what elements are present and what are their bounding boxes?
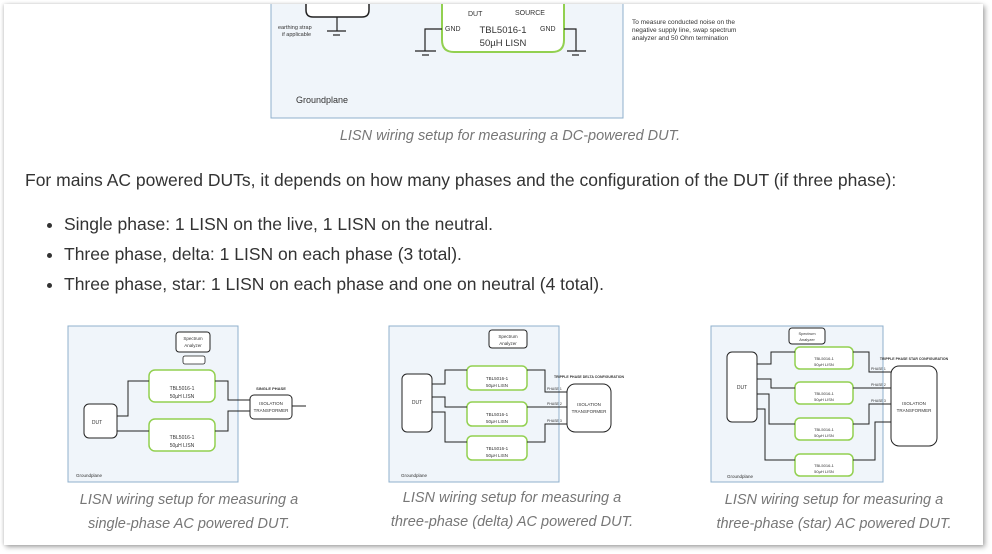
phase-3-label: PHASE 3 [871, 399, 886, 403]
caption-line-1: LISN wiring setup for measuring a [79, 492, 299, 508]
groundplane-label: Groundplane [727, 474, 754, 479]
spectrum-label: Spectrum [183, 336, 203, 341]
lisn-value: 50µH LISN [486, 453, 508, 458]
spectrum-analyzer-box [788, 327, 826, 345]
lisn-model: TBL5016-1 [486, 376, 509, 381]
diagram-title: TRIPPLE PHASE STAR CONFIGURATION [880, 357, 949, 361]
dut-label: DUT [737, 385, 747, 391]
lisn-value: 50µH LISN [480, 38, 527, 49]
earthing-label: earthing strap [278, 25, 312, 31]
star-caption: LISN wiring setup for measuring a three-… [684, 488, 983, 536]
spectrum-analyzer-box [488, 329, 528, 349]
transformer-label: TRANSFORMER [572, 409, 608, 414]
dut-box [401, 373, 433, 433]
analyzer-label: Analyzer [499, 341, 517, 346]
lisn-model: TBL5016-1 [814, 427, 835, 432]
note-line-1: To measure conducted noise on the [632, 19, 735, 26]
dut-box [83, 403, 118, 439]
dc-figure-caption: LISN wiring setup for measuring a DC-pow… [339, 128, 681, 144]
lisn-dut-label: DUT [468, 11, 483, 18]
star-diagram: Spectrum Analyzer TBL5016-1 50µH LISN TB… [709, 324, 969, 486]
lisn-gnd-left: GND [445, 26, 461, 33]
spectrum-label: Spectrum [798, 331, 816, 336]
phase-1-label: PHASE 1 [871, 367, 886, 371]
isolation-label: ISOLATION [259, 401, 283, 406]
lisn-value: 50µH LISN [486, 419, 508, 424]
caption-line-1: LISN wiring setup for measuring a [724, 492, 944, 508]
phase-2-label: PHASE 2 [547, 402, 562, 406]
lisn-value: 50µH LISN [170, 443, 195, 449]
groundplane-area [67, 325, 239, 483]
lisn-source-label: SOURCE [515, 10, 545, 17]
lisn-value: 50µH LISN [814, 397, 834, 402]
lisn-gnd-right: GND [540, 26, 556, 33]
lisn-model: TBL5016-1 [486, 412, 509, 417]
lisn-value: 50µH LISN [170, 394, 195, 400]
mains-ac-paragraph: For mains AC powered DUTs, it depends on… [25, 170, 897, 190]
lisn-model: TBL5016-1 [479, 25, 526, 36]
isolation-label: ISOLATION [902, 401, 926, 406]
groundplane-label: Groundplane [401, 473, 428, 478]
transformer-label: TRANSFORMER [897, 408, 933, 413]
lisn-model: TBL5016-1 [486, 446, 509, 451]
lisn-model: TBL5016-1 [170, 435, 195, 441]
dut-label: DUT [92, 420, 102, 426]
lisn-value: 50µH LISN [814, 362, 834, 367]
groundplane-label: Groundplane [296, 95, 348, 105]
transformer-label: TRANSFORMER [254, 408, 290, 413]
caption-line-2: three-phase (star) AC powered DUT. [716, 516, 952, 532]
isolation-label: ISOLATION [577, 402, 601, 407]
spectrum-analyzer-box [175, 331, 211, 353]
lisn-model: TBL5016-1 [170, 386, 195, 392]
delta-caption: LISN wiring setup for measuring a three-… [362, 486, 662, 534]
isolation-transformer-box [249, 394, 293, 420]
lisn-box [148, 369, 216, 403]
spectrum-label: Spectrum [498, 334, 518, 339]
note-line-3: analyzer and 50 Ohm termination [632, 35, 728, 42]
list-item: Three phase, star: 1 LISN on each phase … [64, 272, 604, 302]
diagram-title: SINGLE PHASE [256, 386, 286, 391]
analyzer-label: Analyzer [184, 343, 202, 348]
lisn-model: TBL5016-1 [814, 391, 835, 396]
single-phase-diagram: Spectrum Analyzer TBL5016-1 50µH LISN TB… [66, 324, 316, 486]
single-phase-caption: LISN wiring setup for measuring a single… [44, 488, 334, 536]
note-line-2: negative supply line, swap spectrum [632, 27, 736, 34]
lisn-box [441, 4, 565, 53]
article-card: earthing strap if applicable DUT SOURCE … [4, 4, 983, 545]
lisn-value: 50µH LISN [814, 469, 834, 474]
phase-2-label: PHASE 2 [871, 383, 886, 387]
phase-1-label: PHASE 1 [547, 387, 562, 391]
dut-box [305, 4, 370, 18]
dut-label: DUT [412, 400, 422, 406]
delta-diagram: Spectrum Analyzer TBL5016-1 50µH LISN TB… [387, 324, 637, 486]
dc-wiring-diagram: earthing strap if applicable DUT SOURCE … [270, 4, 750, 122]
lisn-box [148, 418, 216, 452]
list-item: Three phase, delta: 1 LISN on each phase… [64, 242, 604, 272]
isolation-transformer-box [566, 383, 612, 433]
list-item: Single phase: 1 LISN on the live, 1 LISN… [64, 212, 604, 242]
earthing-label-2: if applicable [282, 32, 311, 38]
caption-line-1: LISN wiring setup for measuring a [402, 490, 622, 506]
lisn-model: TBL5016-1 [814, 356, 835, 361]
lisn-value: 50µH LISN [814, 433, 834, 438]
phase-3-label: PHASE 3 [547, 419, 562, 423]
analyzer-label: Analyzer [799, 337, 815, 342]
caption-line-2: three-phase (delta) AC powered DUT. [390, 514, 634, 530]
dut-box [726, 351, 758, 423]
caption-line-2: single-phase AC powered DUT. [87, 516, 291, 532]
lisn-model: TBL5016-1 [814, 463, 835, 468]
diagram-title: TRIPPLE PHASE DELTA CONFIGURATION [554, 375, 625, 379]
lisn-value: 50µH LISN [486, 383, 508, 388]
groundplane-label: Groundplane [76, 473, 103, 478]
phase-configuration-list: Single phase: 1 LISN on the live, 1 LISN… [46, 212, 604, 302]
isolation-transformer-box [890, 365, 938, 447]
